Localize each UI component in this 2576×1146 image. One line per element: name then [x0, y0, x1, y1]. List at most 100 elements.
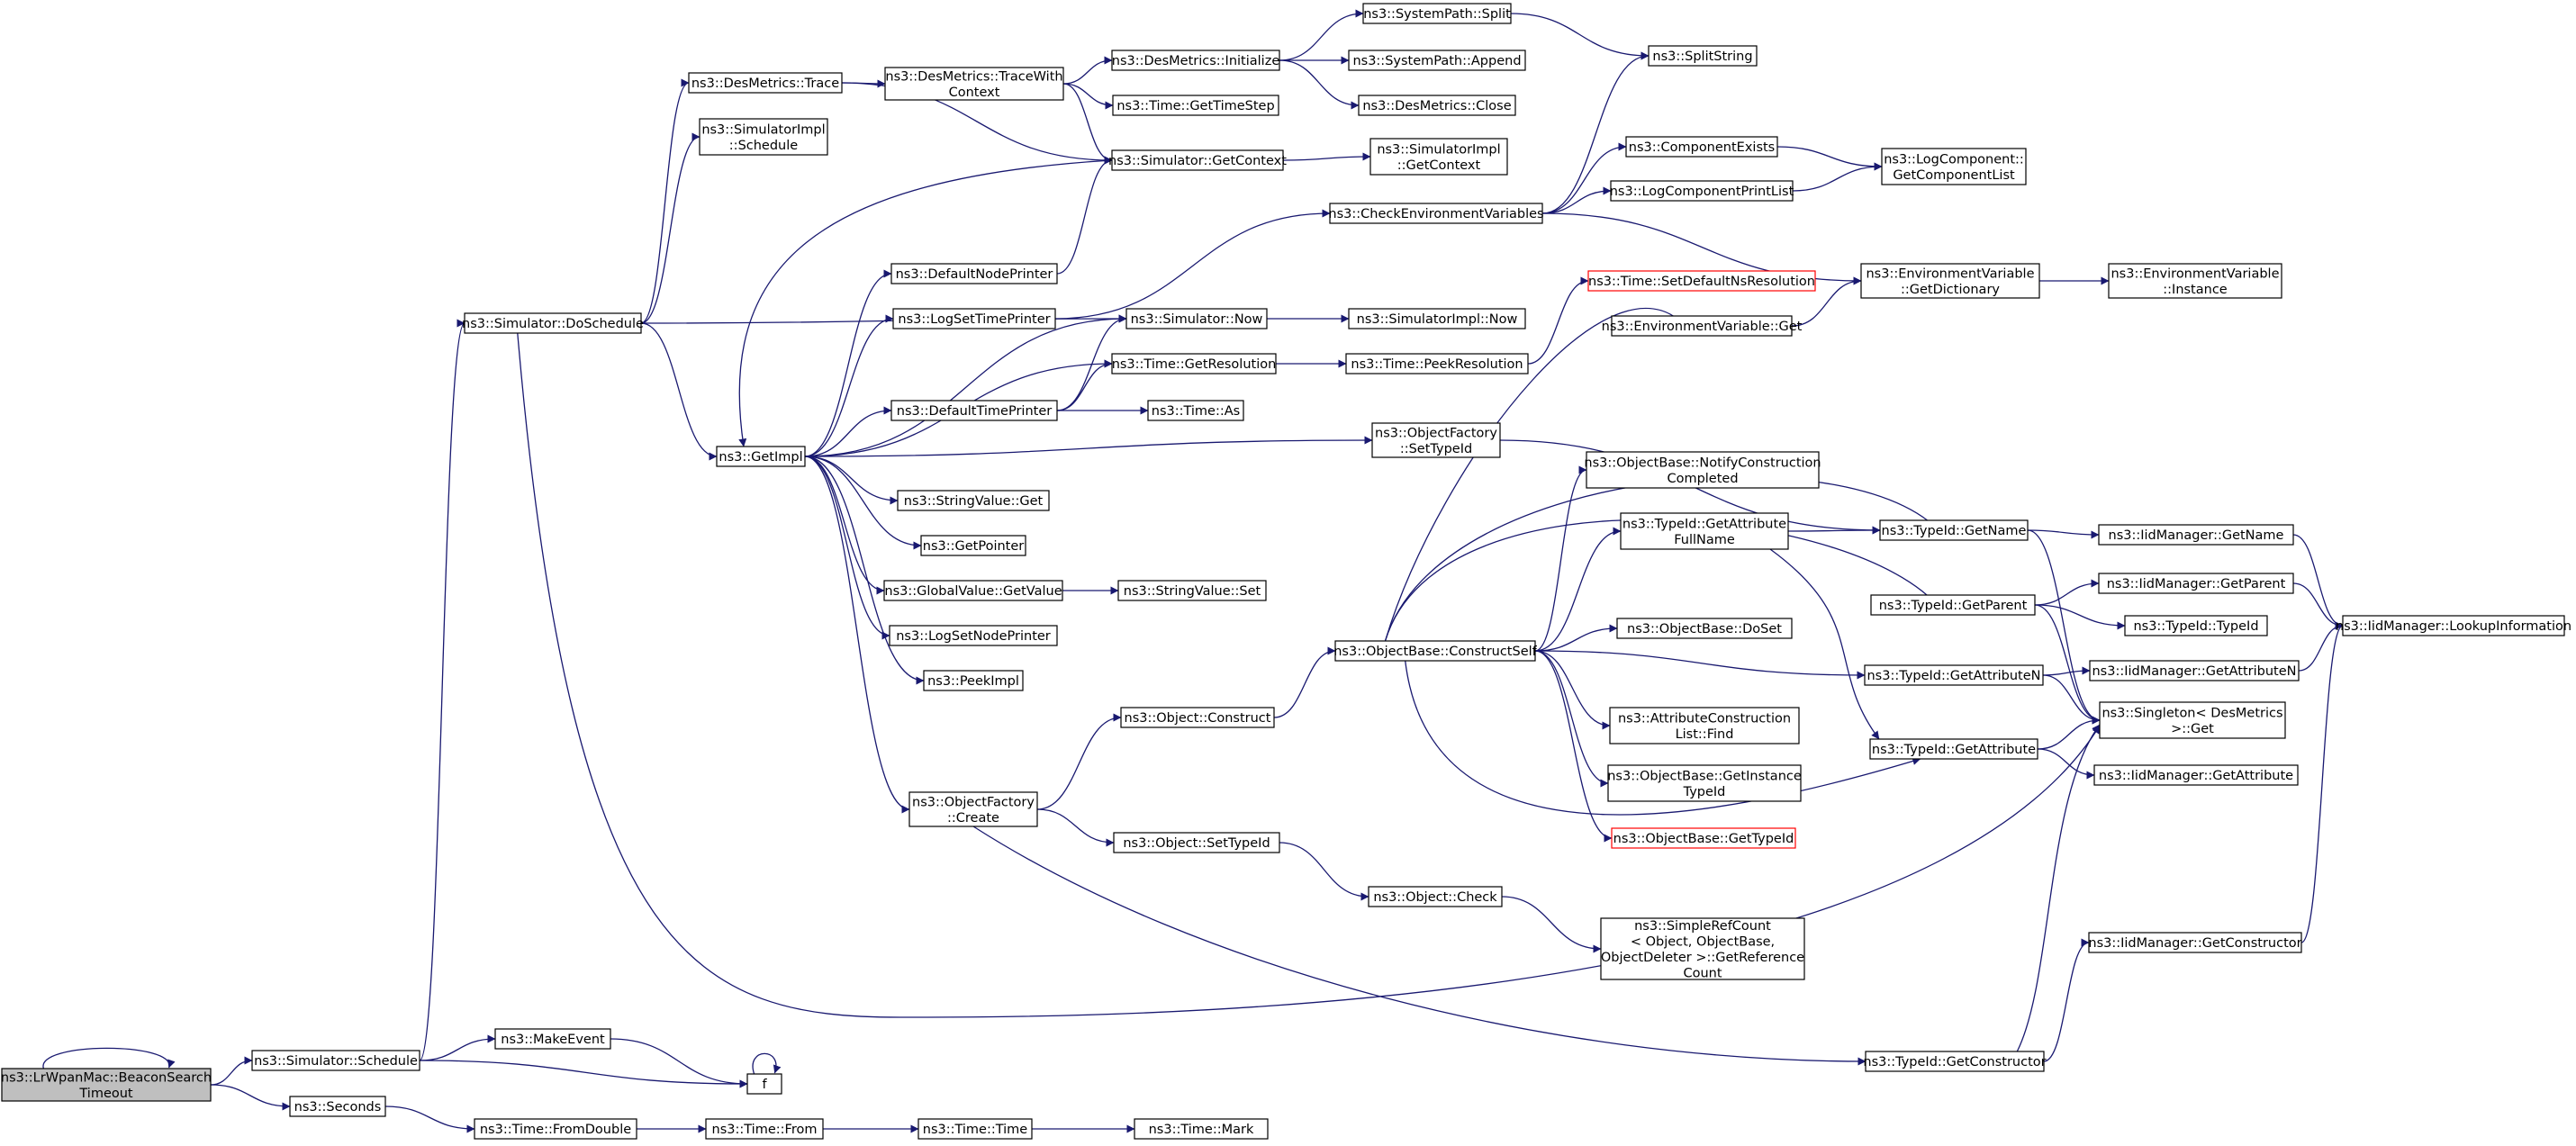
node-sim-doschedule[interactable]: ns3::Simulator::DoSchedule: [462, 312, 644, 334]
node-stringvalue-get[interactable]: ns3::StringValue::Get: [897, 490, 1050, 511]
node-iid-lookup[interactable]: ns3::IidManager::LookupInformation: [2336, 615, 2571, 636]
node-label: ns3::IidManager::GetAttributeN: [2092, 664, 2296, 679]
edge-deftimeprinter-to-sim-now: [1056, 314, 1127, 411]
edge-ob-constructself-to-acl-find: [1534, 650, 1611, 730]
node-obj-check[interactable]: ns3::Object::Check: [1368, 886, 1503, 907]
node-envvar-get[interactable]: ns3::EnvironmentVariable::Get: [1602, 315, 1803, 337]
edge-logcompprint-to-logcomp-getlist: [1792, 162, 1883, 192]
node-mark[interactable]: ns3::Time::Mark: [1134, 1118, 1269, 1140]
node-gv-getvalue[interactable]: ns3::GlobalValue::GetValue: [883, 580, 1063, 601]
node-iid-getconstructor[interactable]: ns3::IidManager::GetConstructor: [2088, 932, 2302, 953]
node-of-settypeid[interactable]: ns3::ObjectFactory::SetTypeId: [1371, 422, 1501, 458]
node-envvar-getdict[interactable]: ns3::EnvironmentVariable::GetDictionary: [1860, 263, 2040, 299]
node-box: [1879, 519, 2029, 541]
node-singleton[interactable]: ns3::Singleton< DesMetrics>::Get: [2099, 701, 2286, 739]
node-ob-notify[interactable]: ns3::ObjectBase::NotifyConstructionCompl…: [1584, 451, 1821, 489]
node-deftimeprinter[interactable]: ns3::DefaultTimePrinter: [890, 400, 1058, 421]
node-sim-schedule[interactable]: ns3::Simulator::Schedule: [251, 1050, 420, 1071]
node-label: ns3::SimulatorImpl: [701, 122, 825, 137]
node-splitstring[interactable]: ns3::SplitString: [1648, 45, 1758, 67]
node-iid-getattr[interactable]: ns3::IidManager::GetAttribute: [2093, 764, 2299, 786]
node-simimpl-schedule[interactable]: ns3::SimulatorImpl::Schedule: [699, 118, 828, 156]
edge-tid-getparent-to-tid-typeid: [2034, 604, 2126, 630]
node-box: [289, 1096, 386, 1117]
node-seconds[interactable]: ns3::Seconds: [289, 1096, 386, 1117]
node-tid-typeid[interactable]: ns3::TypeId::TypeId: [2124, 615, 2268, 636]
node-logsettimeprinter[interactable]: ns3::LogSetTimePrinter: [892, 308, 1056, 329]
node-label: ns3::ObjectFactory: [1375, 426, 1497, 440]
node-tid-getattrn[interactable]: ns3::TypeId::GetAttributeN: [1864, 664, 2044, 686]
node-of-create[interactable]: ns3::ObjectFactory::Create: [908, 791, 1038, 827]
node-f[interactable]: f: [746, 1073, 782, 1095]
node-simimpl-getcontext[interactable]: ns3::SimulatorImpl::GetContext: [1369, 138, 1508, 176]
node-logsetnodeprinter[interactable]: ns3::LogSetNodePrinter: [889, 625, 1058, 646]
node-iid-getattrn[interactable]: ns3::IidManager::GetAttributeN: [2089, 660, 2300, 681]
node-tid-getparent[interactable]: ns3::TypeId::GetParent: [1870, 594, 2036, 616]
node-fromdouble[interactable]: ns3::Time::FromDouble: [474, 1118, 637, 1140]
node-sp-append[interactable]: ns3::SystemPath::Append: [1348, 50, 1526, 71]
node-box: [1134, 1118, 1269, 1140]
node-tid-getconstructor[interactable]: ns3::TypeId::GetConstructor: [1863, 1051, 2047, 1072]
node-simimpl-now[interactable]: ns3::SimulatorImpl::Now: [1348, 308, 1526, 329]
node-box: [1112, 95, 1279, 116]
node-getimpl[interactable]: ns3::GetImpl: [716, 446, 806, 467]
node-box: [2342, 615, 2565, 636]
node-iid-getname[interactable]: ns3::IidManager::GetName: [2098, 524, 2294, 546]
edge-ob-constructself-to-ob-doset: [1534, 624, 1618, 652]
node-label: ns3::Object::Construct: [1125, 711, 1271, 726]
node-ob-gettypeid[interactable]: ns3::ObjectBase::GetTypeId: [1611, 827, 1796, 849]
edge-ob-constructself-to-tid-getattr: [1405, 660, 1921, 816]
node-label: ns3::Time::GetTimeStep: [1116, 99, 1274, 113]
node-peekimpl[interactable]: ns3::PeekImpl: [923, 670, 1024, 691]
node-getpointer[interactable]: ns3::GetPointer: [920, 535, 1026, 556]
node-gettimestep[interactable]: ns3::Time::GetTimeStep: [1112, 95, 1279, 116]
node-from[interactable]: ns3::Time::From: [705, 1118, 824, 1140]
node-peekresolution[interactable]: ns3::Time::PeekResolution: [1345, 353, 1529, 374]
node-makeevent[interactable]: ns3::MakeEvent: [494, 1028, 611, 1050]
node-label: ns3::CheckEnvironmentVariables: [1328, 207, 1543, 221]
node-envvar-instance[interactable]: ns3::EnvironmentVariable::Instance: [2108, 263, 2282, 299]
node-box: [251, 1050, 420, 1071]
node-sim-getcontext[interactable]: ns3::Simulator::GetContext: [1108, 149, 1287, 171]
node-box: [1348, 308, 1526, 329]
node-dm-initialize[interactable]: ns3::DesMetrics::Initialize: [1111, 50, 1280, 71]
node-ob-doset[interactable]: ns3::ObjectBase::DoSet: [1616, 618, 1793, 639]
node-box: [2108, 263, 2282, 299]
edge-checkenv-to-splitstring: [1541, 51, 1650, 214]
node-sp-split[interactable]: ns3::SystemPath::Split: [1362, 3, 1512, 24]
node-getresolution[interactable]: ns3::Time::GetResolution: [1111, 353, 1277, 374]
edge-beacon-to-seconds: [210, 1084, 291, 1111]
node-box: [746, 1073, 782, 1095]
node-label: ::Instance: [2163, 283, 2228, 297]
node-label: ns3::ObjectBase::ConstructSelf: [1333, 645, 1537, 659]
node-logcompprint[interactable]: ns3::LogComponentPrintList: [1610, 180, 1794, 202]
node-dm-close[interactable]: ns3::DesMetrics::Close: [1358, 95, 1516, 116]
node-checkenv[interactable]: ns3::CheckEnvironmentVariables: [1328, 203, 1544, 224]
node-logcomp-getlist[interactable]: ns3::LogComponent::GetComponentList: [1881, 148, 2027, 185]
node-box: [2088, 932, 2302, 953]
edge-getimpl-to-sim-now: [804, 314, 1127, 457]
node-dm-trace[interactable]: ns3::DesMetrics::Trace: [688, 72, 843, 94]
node-time[interactable]: ns3::Time::Time: [917, 1118, 1033, 1140]
node-stringvalue-set[interactable]: ns3::StringValue::Set: [1117, 580, 1267, 601]
node-simplerefcount[interactable]: ns3::SimpleRefCount< Object, ObjectBase,…: [1600, 917, 1805, 980]
node-label: ns3::Singleton< DesMetrics: [2101, 706, 2282, 720]
edge-dm-initialize-to-dm-close: [1279, 59, 1360, 110]
node-tid-getattr[interactable]: ns3::TypeId::GetAttribute: [1869, 738, 2038, 760]
node-defnodeprinter[interactable]: ns3::DefaultNodePrinter: [890, 263, 1058, 284]
node-compexists[interactable]: ns3::ComponentExists: [1625, 136, 1778, 158]
node-obj-settypeid[interactable]: ns3::Object::SetTypeId: [1113, 832, 1280, 853]
node-tid-getname[interactable]: ns3::TypeId::GetName: [1879, 519, 2029, 541]
node-setdefaultns[interactable]: ns3::Time::SetDefaultNsResolution: [1587, 270, 1816, 292]
node-ob-constructself[interactable]: ns3::ObjectBase::ConstructSelf: [1333, 640, 1538, 662]
node-box: [1587, 270, 1816, 292]
node-iid-getparent[interactable]: ns3::IidManager::GetParent: [2098, 573, 2294, 594]
node-time-as[interactable]: ns3::Time::As: [1147, 400, 1244, 421]
node-sim-now[interactable]: ns3::Simulator::Now: [1125, 308, 1268, 329]
node-obj-construct[interactable]: ns3::Object::Construct: [1120, 707, 1275, 728]
